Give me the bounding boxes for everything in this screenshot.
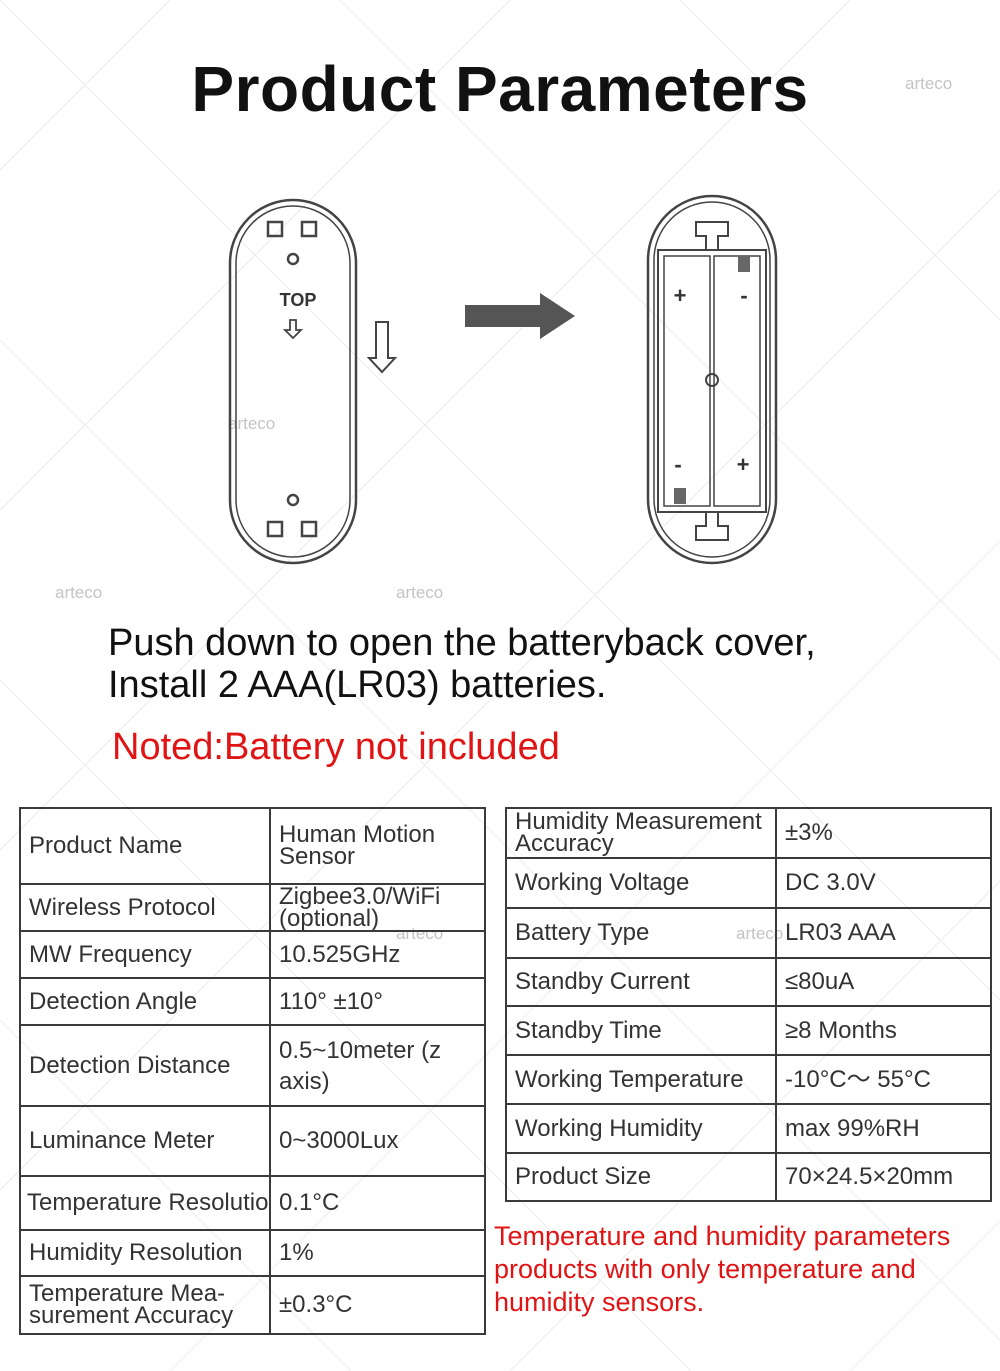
table-row: Working Temperature -10°C～ 55°C <box>505 1054 992 1105</box>
instruction-line: Push down to open the batteryback cover, <box>108 622 816 664</box>
svg-text:+: + <box>674 283 687 308</box>
left-parameters-table: Product Name Human Motion Sensor Wireles… <box>19 807 486 1335</box>
param-value: 70×24.5×20mm <box>775 1152 992 1202</box>
param-value: 110° ±10° <box>269 977 486 1026</box>
param-value: LR03 AAA <box>775 907 992 959</box>
param-label: Humidity Resolution <box>19 1229 271 1277</box>
param-label: Temperature Mea-surement Accuracy <box>19 1275 271 1335</box>
param-value: 0~3000Lux <box>269 1105 486 1177</box>
table-row: Standby Time ≥8 Months <box>505 1005 992 1056</box>
table-row: Working Voltage DC 3.0V <box>505 857 992 909</box>
param-label: Product Size <box>505 1152 777 1202</box>
param-value: 0.5~10meter (z axis) <box>269 1024 486 1107</box>
param-label: MW Frequency <box>19 930 271 979</box>
param-value: max 99%RH <box>775 1103 992 1154</box>
param-label: Luminance Meter <box>19 1105 271 1177</box>
instruction-text: Push down to open the batteryback cover,… <box>108 622 968 706</box>
push-down-arrow-icon <box>366 321 398 374</box>
table-row: Wireless Protocol Zigbee3.0/WiFi (option… <box>19 883 486 932</box>
watermark: arteco <box>396 583 444 602</box>
table-row: Humidity Resolution 1% <box>19 1229 486 1277</box>
param-value: DC 3.0V <box>775 857 992 909</box>
param-label: Standby Time <box>505 1005 777 1056</box>
table-row: Temperature Resolution 0.1°C <box>19 1175 486 1231</box>
param-value: Zigbee3.0/WiFi (optional) <box>269 883 486 932</box>
param-label: Humidity Measurement Accuracy <box>505 807 777 859</box>
device-back-cover <box>228 198 358 565</box>
svg-text:-: - <box>740 283 747 308</box>
svg-text:-: - <box>674 452 681 477</box>
battery-installation-illustration: TOP + - - + <box>228 194 778 565</box>
param-value: 0.1°C <box>269 1175 486 1231</box>
param-value: Human Motion Sensor <box>269 807 486 885</box>
param-value: ≤80uA <box>775 957 992 1007</box>
param-value: -10°C～ 55°C <box>775 1054 992 1105</box>
svg-text:+: + <box>737 452 750 477</box>
battery-note: Noted:Battery not included <box>112 726 560 768</box>
param-label: Standby Current <box>505 957 777 1007</box>
table-row: Detection Angle 110° ±10° <box>19 977 486 1026</box>
footnote-line: Temperature and humidity parameters <box>494 1221 951 1251</box>
right-arrow-icon <box>465 293 575 339</box>
param-label: Temperature Resolution <box>19 1175 271 1231</box>
table-row: Product Size 70×24.5×20mm <box>505 1152 992 1202</box>
param-label: Working Humidity <box>505 1103 777 1154</box>
param-label: Detection Distance <box>19 1024 271 1107</box>
param-label: Wireless Protocol <box>19 883 271 932</box>
param-value: ±3% <box>775 807 992 859</box>
table-row: Detection Distance 0.5~10meter (z axis) <box>19 1024 486 1107</box>
param-label: Battery Type <box>505 907 777 959</box>
param-label: Product Name <box>19 807 271 885</box>
table-row: Humidity Measurement Accuracy ±3% <box>505 807 992 859</box>
table-row: MW Frequency 10.525GHz <box>19 930 486 979</box>
param-value: 1% <box>269 1229 486 1277</box>
right-parameters-table: Humidity Measurement Accuracy ±3% Workin… <box>505 807 992 1202</box>
param-value: ±0.3°C <box>269 1275 486 1335</box>
table-row: Luminance Meter 0~3000Lux <box>19 1105 486 1177</box>
param-label: Working Temperature <box>505 1054 777 1105</box>
param-value: ≥8 Months <box>775 1005 992 1056</box>
device-battery-compartment <box>646 194 778 565</box>
footnote: Temperature and humidity parameters prod… <box>494 1220 994 1319</box>
table-row: Battery Type LR03 AAA <box>505 907 992 959</box>
page-title: Product Parameters <box>191 53 809 125</box>
footnote-line: humidity sensors. <box>494 1287 705 1317</box>
table-row: Product Name Human Motion Sensor <box>19 807 486 885</box>
table-row: Working Humidity max 99%RH <box>505 1103 992 1154</box>
top-label: TOP <box>280 290 317 310</box>
watermark: arteco <box>228 414 276 433</box>
table-row: Standby Current ≤80uA <box>505 957 992 1007</box>
watermark: arteco <box>905 74 953 93</box>
param-value: 10.525GHz <box>269 930 486 979</box>
table-row: Temperature Mea-surement Accuracy ±0.3°C <box>19 1275 486 1335</box>
instruction-line: Install 2 AAA(LR03) batteries. <box>108 664 607 706</box>
footnote-line: products with only temperature and <box>494 1254 916 1284</box>
watermark: arteco <box>55 583 103 602</box>
param-label: Detection Angle <box>19 977 271 1026</box>
param-label: Working Voltage <box>505 857 777 909</box>
